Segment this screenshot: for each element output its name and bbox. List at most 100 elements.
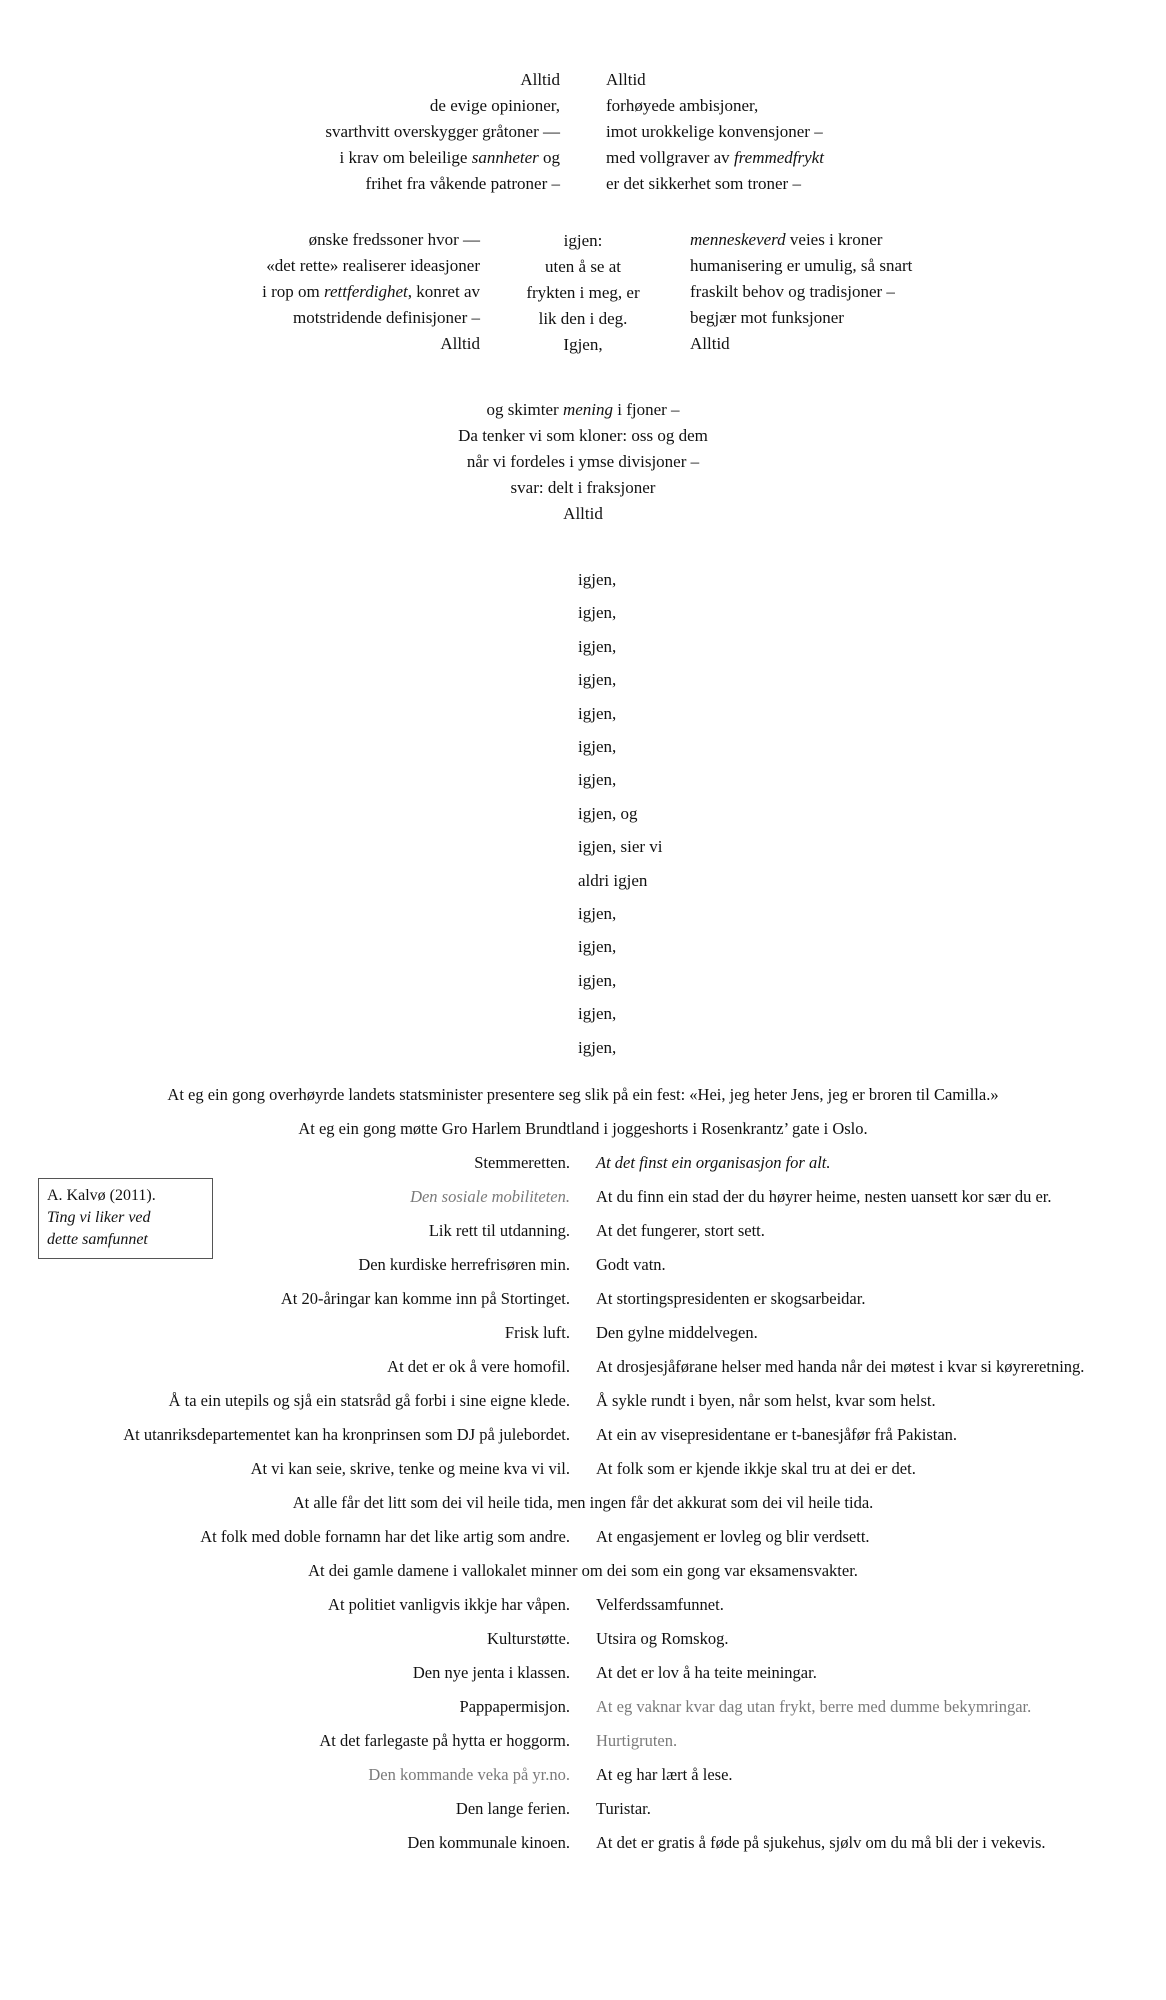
root-line: Pappapermisjon. (459, 1697, 570, 1716)
root-line: Velferdssamfunnet. (596, 1595, 724, 1614)
source-citation-box: A. Kalvø (2011). Ting vi liker ved dette… (38, 1178, 213, 1259)
text: i fjoner – (612, 400, 680, 419)
text: svarthvitt overskygger gråtoner — (325, 122, 560, 141)
stem-line: igjen, (578, 703, 617, 723)
poem-line: humanisering er umulig, så snart (690, 256, 912, 276)
root-line: At folk som er kjende ikkje skal tru at … (596, 1459, 916, 1478)
stem-line: igjen, og (578, 803, 638, 823)
stem-line: igjen, (578, 904, 617, 924)
text: svar: delt i fraksjoner (510, 478, 656, 497)
stem-line: igjen, (578, 737, 617, 757)
root-line: At 20-åringar kan komme inn på Stortinge… (280, 1289, 570, 1308)
stem-line: igjen, (578, 770, 617, 790)
root-line: At det finst ein organisasjon for alt. (596, 1153, 831, 1172)
root-line: Den kommunale kinoen. (407, 1833, 570, 1852)
root-line: Utsira og Romskog. (596, 1629, 729, 1648)
root-line: At eg ein gong overhøyrde landets statsm… (167, 1085, 999, 1104)
poem-line: Alltid (520, 70, 560, 90)
text: i rop om (262, 282, 325, 301)
poem-line: menneskeverd veies i kroner (690, 230, 882, 250)
poem-line: Da tenker vi som kloner: oss og dem (458, 426, 708, 446)
text: begjær mot funksjoner (690, 308, 844, 327)
poem-line: «det rette» realiserer ideasjoner (266, 256, 480, 276)
poem-line: de evige opinioner, (430, 96, 560, 116)
text: veies i kroner (785, 230, 883, 249)
text: og (538, 148, 560, 167)
poem-line: forhøyede ambisjoner, (606, 96, 758, 116)
text: de evige opinioner, (429, 96, 560, 115)
text: , konret av (407, 282, 480, 301)
text: når vi fordeles i ymse divisjoner – (466, 452, 700, 471)
root-line: Å sykle rundt i byen, når som helst, kva… (596, 1391, 936, 1410)
text: fraskilt behov og tradisjoner – (690, 282, 895, 301)
citation-title: Ting vi liker ved (47, 1209, 151, 1226)
root-line: At utanriksdepartementet kan ha kronprin… (123, 1425, 570, 1444)
poem-line: Alltid (606, 70, 646, 90)
root-line: At dei gamle damene i vallokalet minner … (308, 1561, 858, 1580)
text: Alltid (690, 334, 730, 353)
root-line: Den kurdiske herrefrisøren min. (358, 1255, 570, 1274)
root-line: Frisk luft. (504, 1323, 570, 1342)
root-line: At alle får det litt som dei vil heile t… (292, 1493, 874, 1512)
stem-line: igjen, (578, 636, 617, 656)
text: motstridende definisjoner – (293, 308, 480, 327)
poem-line: Alltid (690, 334, 730, 354)
stem-line: igjen, (578, 1004, 617, 1024)
text: «det rette» realiserer ideasjoner (266, 256, 480, 275)
stem-line: igjen, (578, 570, 617, 589)
root-line: Den sosiale mobiliteten. (410, 1187, 570, 1206)
emphasis: rettferdighet (324, 282, 408, 301)
stem-line: igjen, (578, 937, 617, 957)
poem-line: fraskilt behov og tradisjoner – (690, 282, 895, 302)
emphasis: mening (562, 400, 613, 419)
root-line: Kulturstøtte. (487, 1629, 570, 1648)
center-line: lik den i deg. (538, 309, 628, 328)
text: er det sikkerhet som troner – (606, 174, 801, 193)
citation-author: A. Kalvø (2011). (47, 1187, 156, 1204)
root-line: At det er ok å vere homofil. (387, 1357, 570, 1376)
stem-line: igjen, (578, 1037, 617, 1057)
poem-line: og skimter mening i fjoner – (486, 400, 679, 420)
poem-line: i krav om beleilige sannheter og (340, 148, 560, 168)
root-line: At drosjesjåførane helser med handa når … (596, 1357, 1085, 1376)
citation-title: dette samfunnet (47, 1231, 148, 1248)
root-line: Hurtigruten. (596, 1731, 678, 1750)
center-line: frykten i meg, er (526, 283, 640, 302)
stem-line: igjen, (578, 970, 617, 990)
text: i krav om beleilige (339, 148, 472, 167)
root-line: Den gylne middelvegen. (596, 1323, 758, 1342)
root-line: At eg ein gong møtte Gro Harlem Brundtla… (298, 1119, 868, 1138)
poem-line: imot urokkelige konvensjoner – (606, 122, 823, 142)
text: og skimter (486, 400, 563, 419)
poem-line: er det sikkerhet som troner – (606, 174, 801, 194)
center-line: igjen: (563, 231, 603, 250)
poem-line: frihet fra våkende patroner – (366, 174, 560, 194)
root-line: Den lange ferien. (455, 1799, 570, 1818)
root-line: At det fungerer, stort sett. (596, 1221, 765, 1240)
center-line: Igjen, (563, 335, 603, 354)
poem-line: med vollgraver av fremmedfrykt (606, 148, 824, 168)
root-line: Stemmeretten. (474, 1153, 570, 1172)
poem-line: når vi fordeles i ymse divisjoner – (467, 452, 699, 472)
root-line: At vi kan seie, skrive, tenke og meine k… (250, 1459, 570, 1478)
poem-line: ønske fredssoner hvor — (309, 230, 480, 250)
poem-line: i rop om rettferdighet, konret av (262, 282, 480, 302)
root-line: Lik rett til utdanning. (428, 1221, 570, 1240)
root-line: At folk med doble fornamn har det like a… (200, 1527, 570, 1546)
root-line: Den kommande veka på yr.no. (368, 1765, 570, 1784)
root-line: At det er lov å ha teite meiningar. (596, 1663, 817, 1682)
root-line: At det farlegaste på hytta er hoggorm. (319, 1731, 570, 1750)
root-line: Godt vatn. (596, 1255, 666, 1274)
poem-line: Alltid (563, 504, 603, 524)
root-line: Å ta ein utepils og sjå ein statsråd gå … (168, 1391, 570, 1410)
root-line: At ein av visepresidentane er t-banesjåf… (596, 1425, 958, 1444)
poem-line: motstridende definisjoner – (293, 308, 480, 328)
root-line: Den nye jenta i klassen. (412, 1663, 570, 1682)
text: Alltid (606, 70, 646, 89)
text: frihet fra våkende patroner – (365, 174, 560, 193)
root-line: At politiet vanligvis ikkje har våpen. (328, 1595, 570, 1614)
text: humanisering er umulig, så snart (690, 256, 913, 275)
poem-line: svar: delt i fraksjoner (511, 478, 656, 498)
stem-line: igjen, (578, 603, 617, 623)
text: Alltid (440, 334, 480, 353)
